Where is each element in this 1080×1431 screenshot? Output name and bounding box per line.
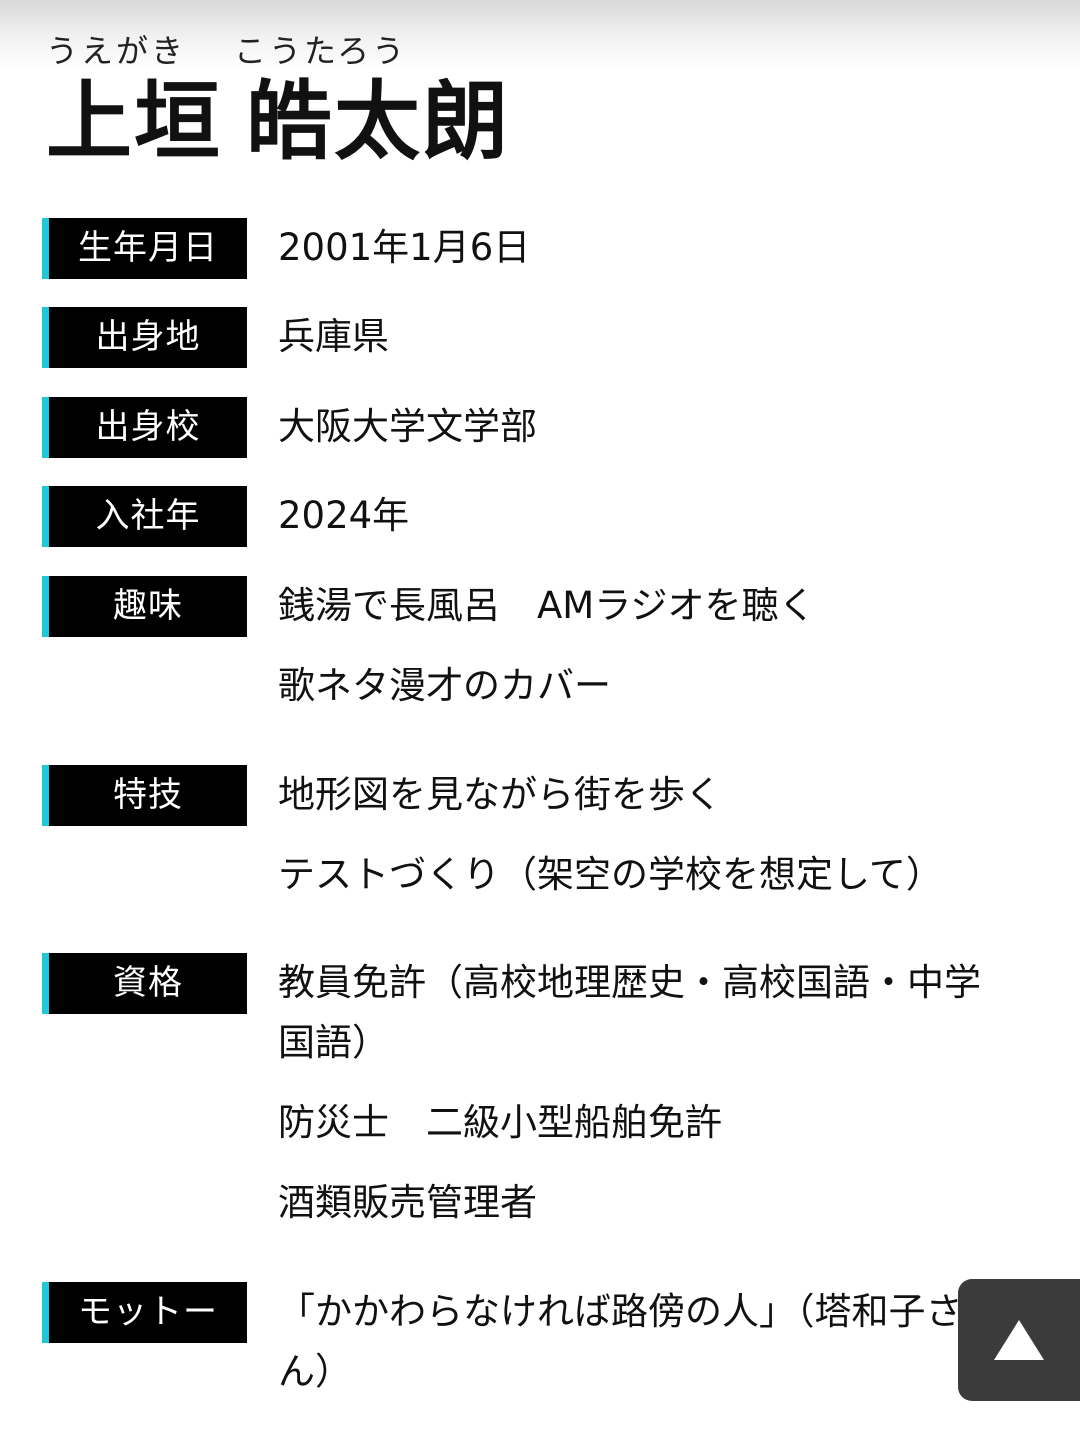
row-values: 2001年1月6日 <box>278 218 998 278</box>
top-shade <box>0 0 1080 70</box>
row-label: 出身校 <box>42 397 247 458</box>
row-label: 趣味 <box>42 576 247 637</box>
row-values: 「かかわらなければ路傍の人」（塔和子さん） <box>278 1282 998 1402</box>
row-value: 銭湯で長風呂 AMラジオを聴く <box>278 584 816 627</box>
person-name: 上垣皓太朗 <box>46 72 510 172</box>
row-value: 大阪大学文学部 <box>278 405 537 448</box>
row-label: 資格 <box>42 953 247 1014</box>
furigana-given: こうたろう <box>234 32 408 70</box>
row-label: 入社年 <box>42 486 247 547</box>
row-values: 大阪大学文学部 <box>278 397 998 457</box>
triangle-up-icon <box>992 1318 1046 1362</box>
row-value: 歌ネタ漫才のカバー <box>278 664 611 707</box>
row-value: 酒類販売管理者 <box>278 1181 537 1224</box>
name-family: 上垣 <box>46 72 222 172</box>
furigana-family: うえがき <box>46 32 187 70</box>
row-value: 防災士 二級小型船舶免許 <box>278 1101 722 1144</box>
row-values: 銭湯で長風呂 AMラジオを聴く 歌ネタ漫才のカバー <box>278 576 998 716</box>
row-value: 教員免許（高校地理歴史・高校国語・中学国語） <box>278 961 981 1064</box>
row-label: 特技 <box>42 765 247 826</box>
row-values: 2024年 <box>278 486 998 546</box>
name-given: 皓太朗 <box>246 72 510 172</box>
row-value: 2024年 <box>278 494 410 537</box>
row-value: 「かかわらなければ路傍の人」（塔和子さん） <box>278 1290 963 1393</box>
row-values: 地形図を見ながら街を歩く テストづくり（架空の学校を想定して） <box>278 765 998 905</box>
row-label: モットー <box>42 1282 247 1343</box>
row-values: 教員免許（高校地理歴史・高校国語・中学国語） 防災士 二級小型船舶免許 酒類販売… <box>278 953 998 1233</box>
row-values: 兵庫県 <box>278 307 998 367</box>
row-label: 出身地 <box>42 307 247 368</box>
row-label: 生年月日 <box>42 218 247 279</box>
scroll-to-top-button[interactable] <box>958 1279 1080 1401</box>
row-value: 2001年1月6日 <box>278 226 531 269</box>
row-value: 兵庫県 <box>278 315 389 358</box>
row-value: 地形図を見ながら街を歩く <box>278 773 722 816</box>
row-value: テストづくり（架空の学校を想定して） <box>278 853 943 896</box>
